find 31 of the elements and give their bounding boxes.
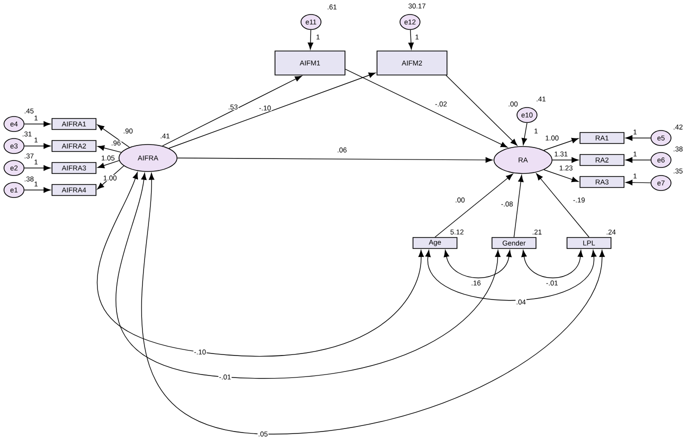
path-arrow <box>544 138 579 151</box>
path-arrow <box>97 145 122 153</box>
path-arrow <box>24 143 50 149</box>
covariance-arrow <box>97 172 424 356</box>
path-arrow <box>345 68 508 148</box>
covariance-arrow <box>141 172 605 434</box>
path-arrow <box>626 157 651 163</box>
covariance-arrow <box>444 250 512 278</box>
path-arrow <box>24 187 50 193</box>
path-arrow <box>168 72 376 149</box>
path-arrow <box>522 122 528 146</box>
path-arrow <box>177 157 493 163</box>
path-arrow <box>626 135 651 141</box>
path-arrow <box>97 124 130 148</box>
covariance-arrow <box>521 250 584 278</box>
path-arrow <box>308 30 314 50</box>
path-arrow <box>24 165 50 171</box>
covariance-arrow <box>116 172 501 379</box>
path-arrow <box>446 75 518 146</box>
path-arrow <box>408 30 414 50</box>
path-arrow <box>544 169 579 182</box>
covariance-arrow <box>425 250 597 301</box>
path-arrow <box>626 180 651 186</box>
path-arrow <box>552 157 578 163</box>
path-arrow <box>24 121 50 127</box>
path-arrow <box>97 160 120 168</box>
path-arrow <box>162 76 302 146</box>
path-arrow <box>434 174 513 238</box>
path-arrow <box>536 173 590 238</box>
path-arrow <box>97 166 124 190</box>
path-arrow <box>514 174 524 238</box>
